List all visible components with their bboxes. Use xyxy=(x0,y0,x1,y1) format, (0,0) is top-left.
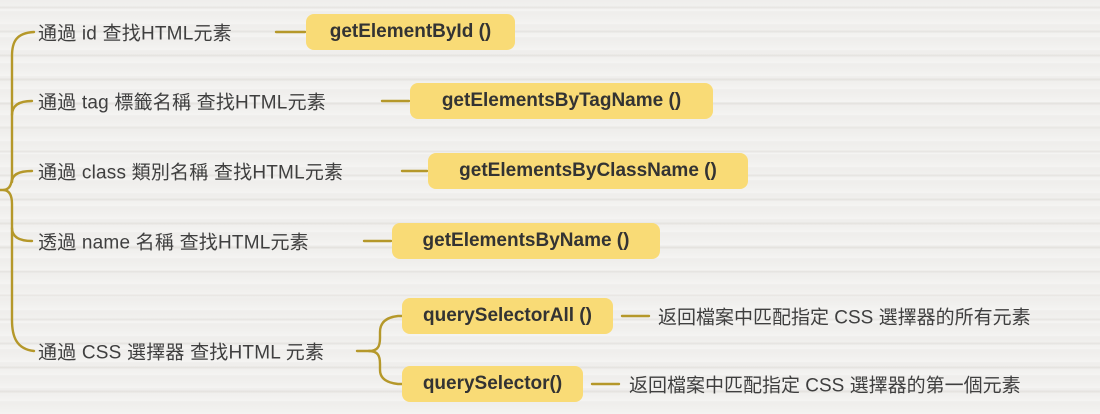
css-branch-up-line xyxy=(367,314,404,353)
branch-class-line xyxy=(10,169,34,184)
node-getelementsbyclassname[interactable]: getElementsByClassName () xyxy=(428,153,748,189)
node-getelementsbyname[interactable]: getElementsByName () xyxy=(392,223,660,259)
node-queryselectorall[interactable]: querySelectorAll () xyxy=(402,298,613,334)
description-queryselectorall[interactable]: 返回檔案中匹配指定 CSS 選擇器的所有元素 xyxy=(658,307,1031,329)
topic-find-by-name[interactable]: 透過 name 名稱 查找HTML元素 xyxy=(38,232,309,254)
topic-find-by-id[interactable]: 通過 id 查找HTML元素 xyxy=(38,23,232,45)
description-queryselector[interactable]: 返回檔案中匹配指定 CSS 選擇器的第一個元素 xyxy=(629,375,1021,397)
css-branch-down-line xyxy=(367,349,404,386)
branch-tag-line xyxy=(10,99,34,117)
node-getelementsbytagname[interactable]: getElementsByTagName () xyxy=(410,83,713,119)
trunk-upper-line xyxy=(2,30,36,192)
node-queryselector[interactable]: querySelector() xyxy=(402,366,583,402)
branch-name-line xyxy=(10,226,34,243)
node-getelementbyid[interactable]: getElementById () xyxy=(306,14,515,50)
topic-find-by-tag[interactable]: 通過 tag 標籤名稱 查找HTML元素 xyxy=(38,92,326,114)
topic-find-by-class[interactable]: 通過 class 類別名稱 查找HTML元素 xyxy=(38,162,344,184)
trunk-lower-line xyxy=(2,188,36,353)
topic-find-by-css-selector[interactable]: 通過 CSS 選擇器 查找HTML 元素 xyxy=(38,342,325,364)
